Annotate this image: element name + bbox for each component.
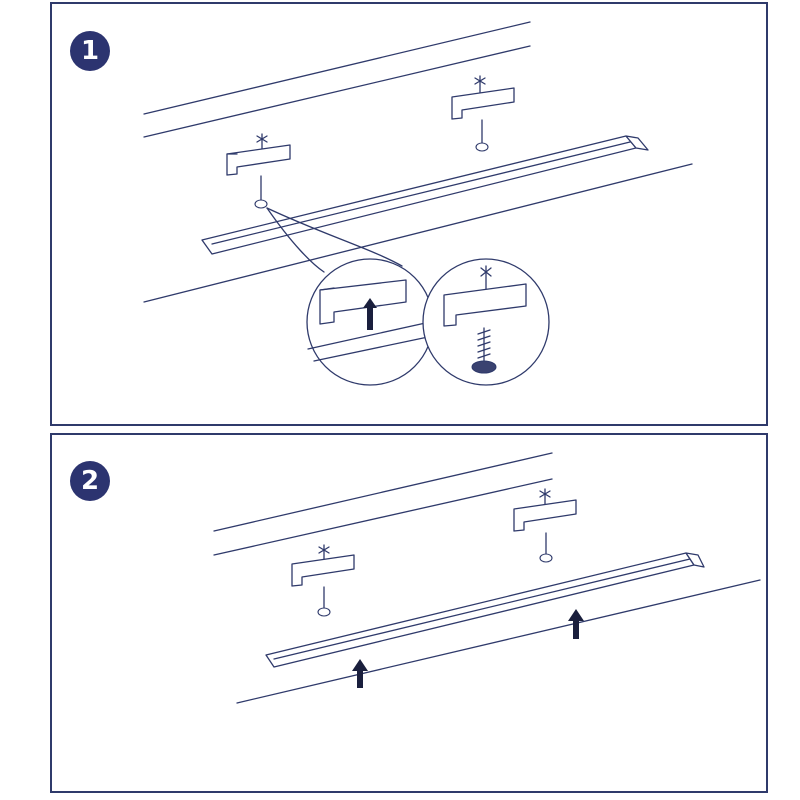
arrow-up-icon	[352, 659, 368, 688]
zoom-detail-screw	[422, 258, 550, 386]
step-1-badge: 1	[70, 31, 110, 71]
zoom-callout	[266, 207, 325, 273]
zoom-detail-bracket	[306, 258, 434, 386]
bracket-icon	[226, 133, 291, 176]
wall-line	[143, 45, 531, 138]
profile-bar	[201, 135, 649, 255]
step-1-panel: 1	[50, 2, 768, 426]
arrow-up-icon	[568, 609, 584, 639]
bracket-icon	[291, 544, 355, 587]
bracket-icon	[513, 488, 577, 532]
arrow-up-icon	[363, 298, 377, 330]
profile-bar	[265, 552, 705, 668]
wall-line	[143, 21, 531, 115]
step-2-badge: 2	[70, 461, 110, 501]
wall-line	[213, 452, 553, 532]
zoom-callout	[266, 207, 403, 267]
screw-icon	[317, 586, 331, 617]
step-1-diagram	[143, 21, 693, 386]
wall-line	[236, 579, 761, 704]
wall-line	[213, 478, 553, 556]
wall-line	[143, 163, 693, 303]
step-2-panel: 2	[50, 433, 768, 793]
screw-icon	[254, 175, 268, 209]
screw-icon	[471, 327, 497, 374]
screw-icon	[539, 532, 553, 563]
bracket-icon	[451, 75, 515, 120]
screw-icon	[475, 119, 489, 152]
step-2-diagram	[213, 452, 761, 704]
